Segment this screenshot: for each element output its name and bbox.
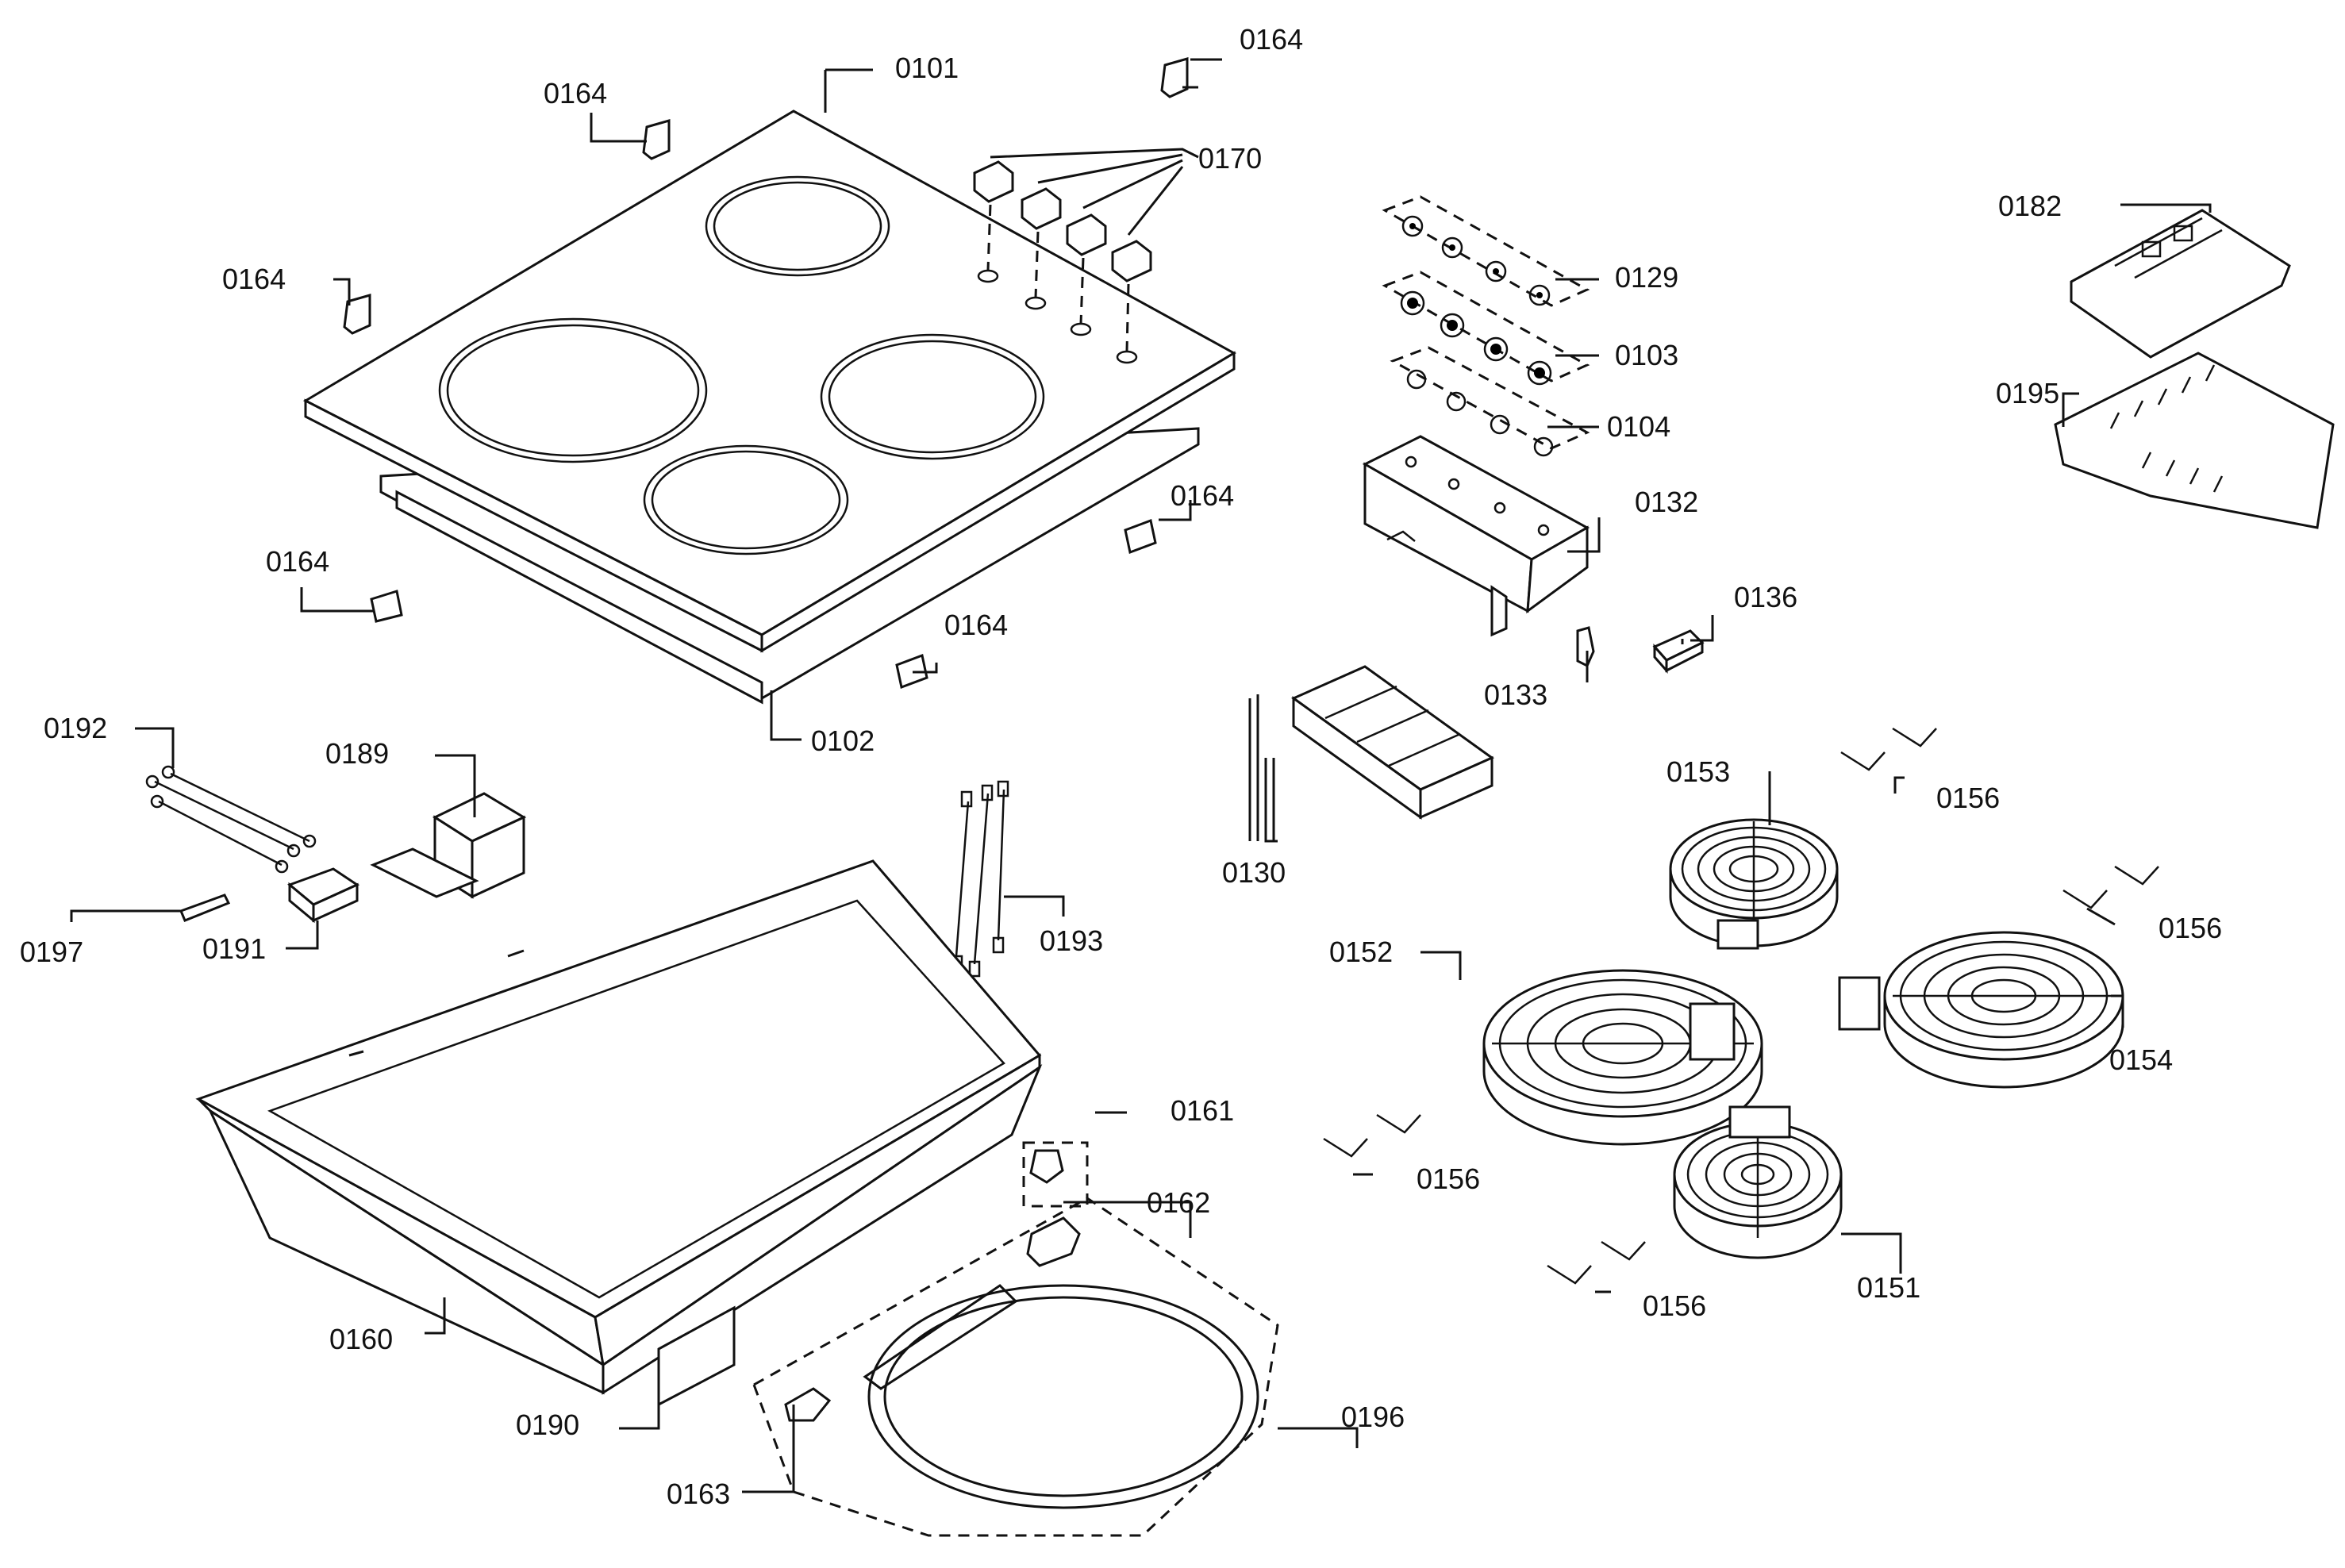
label-0170: 0170 (1198, 142, 1262, 175)
label-0154: 0154 (2109, 1043, 2173, 1076)
knob-seal-strips (1382, 195, 1590, 457)
label-0160: 0160 (329, 1323, 393, 1355)
label-0191: 0191 (202, 932, 266, 965)
bottom-tray-0160 (195, 859, 1043, 1395)
label-0130: 0130 (1222, 856, 1286, 889)
wire-set-0193 (951, 780, 1009, 978)
part-0133 (1576, 626, 1595, 668)
label-0189: 0189 (325, 737, 389, 770)
label-plate-0190 (657, 1305, 736, 1407)
control-housing-0132 (1362, 435, 1590, 637)
heating-element-0153 (1669, 818, 1839, 950)
wire-links-0192 (145, 765, 317, 874)
label-0164: 0164 (1171, 479, 1234, 512)
label-0162: 0162 (1147, 1186, 1210, 1219)
strain-relief-0161 (1029, 1149, 1064, 1184)
label-0133: 0133 (1484, 678, 1547, 711)
label-0104: 0104 (1607, 410, 1670, 443)
label-0164: 0164 (222, 263, 286, 295)
screw-bag-0182 (2070, 209, 2291, 359)
control-knobs-0170 (973, 160, 1152, 352)
label-0164: 0164 (266, 545, 329, 578)
label-0156: 0156 (1643, 1289, 1706, 1322)
label-0192: 0192 (44, 712, 107, 744)
cord-clamp-0162 (1026, 1216, 1081, 1267)
label-0156: 0156 (2159, 912, 2222, 944)
terminal-block-0136 (1652, 629, 1705, 674)
heating-element-0152 (1482, 969, 1763, 1146)
heating-element-0151 (1673, 1105, 1843, 1259)
cover-box-0189 (370, 792, 527, 899)
label-0190: 0190 (516, 1409, 579, 1441)
label-0182: 0182 (1998, 190, 2062, 222)
power-cord-assembly-0196 (752, 1141, 1279, 1537)
label-0102: 0102 (811, 724, 875, 757)
label-0136: 0136 (1734, 581, 1797, 613)
mounting-clips-0164 (343, 57, 1189, 690)
label-0103: 0103 (1615, 339, 1678, 371)
screw-bag-0195 (2054, 352, 2335, 529)
terminal-strip-0130 (1291, 665, 1494, 820)
bracket-0197 (179, 894, 231, 922)
label-0129: 0129 (1615, 261, 1678, 294)
label-0193: 0193 (1040, 924, 1103, 957)
leader-lines (70, 58, 2212, 1493)
element-clips-0156 (1323, 727, 2159, 1285)
label-0164: 0164 (1240, 23, 1303, 56)
label-0164: 0164 (544, 77, 607, 110)
label-0164: 0164 (944, 609, 1008, 641)
label-0132: 0132 (1635, 486, 1698, 518)
cable-tie-0163 (784, 1387, 832, 1422)
label-0101: 0101 (895, 52, 959, 84)
glass-cooktop-0101 (302, 110, 1237, 705)
label-0152: 0152 (1329, 936, 1393, 968)
label-0163: 0163 (667, 1478, 730, 1510)
bracket-0191 (287, 867, 360, 924)
heating-element-0154 (1838, 931, 2124, 1089)
label-0156: 0156 (1417, 1163, 1480, 1195)
label-0161: 0161 (1171, 1094, 1234, 1127)
label-0156: 0156 (1936, 782, 2000, 814)
label-0196: 0196 (1341, 1401, 1405, 1433)
label-0197: 0197 (20, 936, 83, 968)
label-0195: 0195 (1996, 377, 2059, 409)
label-0153: 0153 (1666, 755, 1730, 788)
label-0151: 0151 (1857, 1271, 1920, 1304)
